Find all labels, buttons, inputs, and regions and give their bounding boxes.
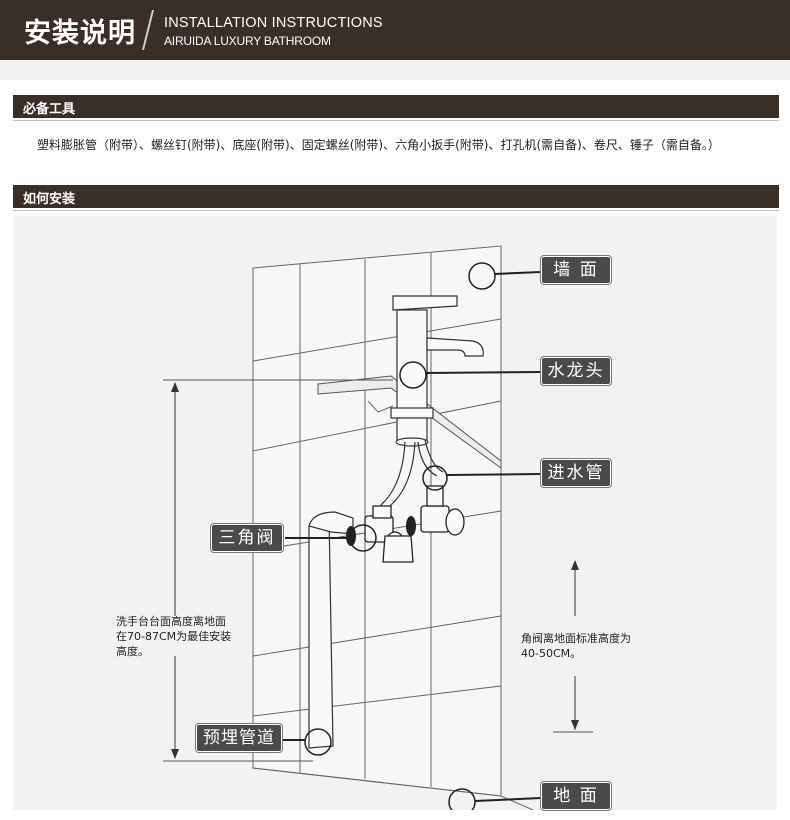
valve-stem (426, 485, 444, 507)
callout-circle-faucet (399, 361, 427, 389)
section-underline (13, 120, 779, 121)
callout-circle-floor (448, 788, 476, 810)
faucet-body (396, 309, 428, 411)
diagram-drawing (163, 245, 593, 810)
label-embedded-pipe: 预埋管道 (196, 724, 282, 752)
note-line: 在70-87CM为最佳安装 (116, 630, 232, 643)
valve-stem (372, 505, 392, 519)
valve-knob (445, 508, 465, 536)
angle-valve (420, 505, 450, 533)
label-floor: 地 面 (541, 782, 611, 810)
note-line: 角阀离地面标准高度为 (521, 632, 631, 645)
page-header: 安装说明 INSTALLATION INSTRUCTIONS AIRUIDA L… (0, 0, 790, 60)
wall-tile-line (252, 685, 502, 717)
floor-line (252, 767, 534, 810)
faucet-nut (396, 417, 428, 441)
wall-tile-line (252, 318, 502, 362)
callout-circle-pipe (304, 728, 332, 756)
note-counter-height: 洗手台台面高度离地面 在70-87CM为最佳安装 高度。 (116, 614, 231, 659)
callout-circle-wall (468, 262, 496, 290)
section-tools-title: 必备工具 (23, 102, 76, 117)
arrow-head (171, 382, 179, 392)
callout-leader (446, 473, 542, 476)
header-gap (0, 60, 790, 80)
valve-handle (382, 535, 414, 563)
faucet-base-ring (395, 437, 429, 447)
label-faucet: 水龙头 (541, 357, 611, 385)
label-angle-valve: 三角阀 (211, 524, 283, 552)
label-wall: 墙 面 (541, 256, 611, 284)
header-title-en: INSTALLATION INSTRUCTIONS (164, 15, 383, 31)
note-line: 高度。 (116, 645, 149, 658)
section-install-header: 如何安装 (13, 185, 779, 211)
header-title-cn: 安装说明 (24, 18, 136, 49)
callout-leader (494, 271, 542, 275)
valve-seal (406, 516, 416, 536)
tools-list-text: 塑料膨胀管（附带）、螺丝钉(附带)、底座(附带)、固定螺丝(附带)、六角小扳手(… (37, 138, 720, 152)
note-line: 40-50CM。 (521, 647, 582, 660)
callout-leader (474, 797, 542, 802)
section-install-title: 如何安装 (23, 192, 76, 207)
header-subtitle-en: AIRUIDA LUXURY BATHROOM (164, 34, 331, 48)
section-tools-header: 必备工具 (13, 95, 779, 121)
note-valve-height: 角阀离地面标准高度为 40-50CM。 (521, 631, 631, 661)
valve-seal (346, 526, 356, 546)
header-divider (142, 10, 154, 50)
arrow-head (571, 720, 579, 730)
installation-diagram: 墙 面 水龙头 进水管 三角阀 预埋管道 地 面 洗手台台面高度离地面 在70-… (13, 216, 777, 810)
note-line: 洗手台台面高度离地面 (116, 615, 226, 628)
callout-leader (425, 371, 542, 374)
wall-tile-line (252, 615, 502, 657)
countertop-edge (367, 400, 394, 413)
section-underline (13, 210, 779, 211)
callout-circle-inlet (422, 465, 448, 491)
arrow-head (171, 749, 179, 759)
faucet-base (390, 407, 434, 419)
wall-tile-line (252, 400, 502, 452)
label-inlet-pipe: 进水管 (541, 459, 611, 487)
embedded-pipe (308, 515, 334, 749)
inlet-hose (424, 439, 444, 473)
faucet-handle (392, 295, 458, 311)
arrow-head (571, 560, 579, 570)
inlet-hose (417, 441, 438, 477)
faucet-spout (426, 337, 484, 357)
